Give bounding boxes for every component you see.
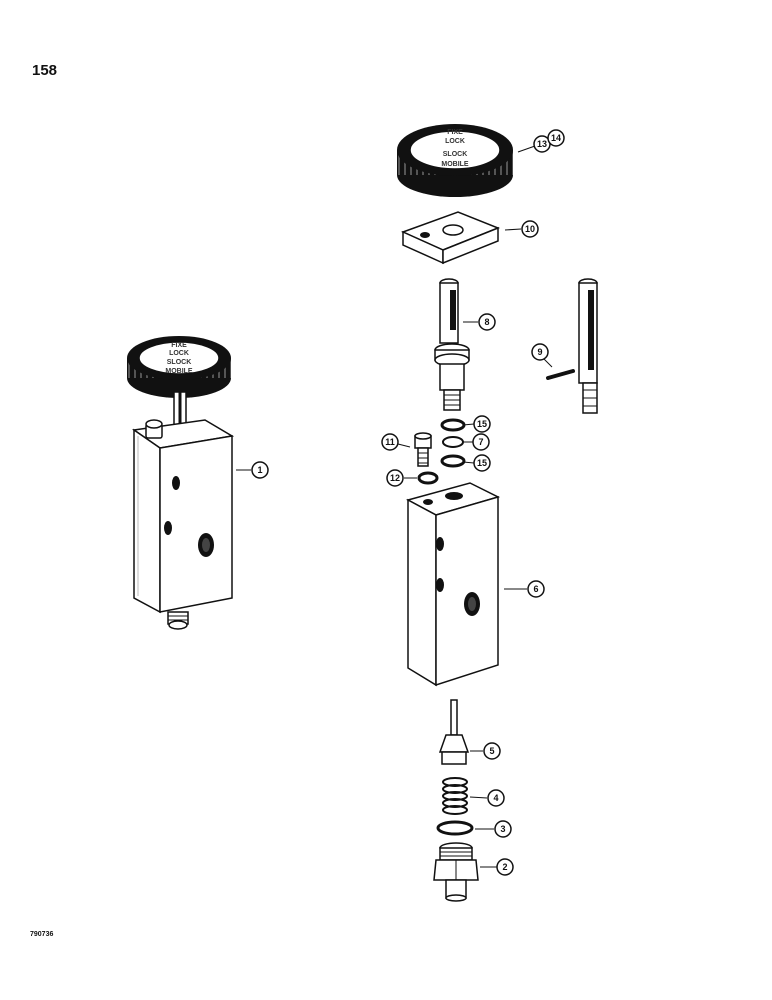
washer-12	[417, 471, 439, 485]
assembled-valve-knob: FIXE LOCK SLOCK MOBILE	[127, 336, 231, 398]
spring-4	[442, 777, 468, 815]
needle-5	[438, 699, 470, 765]
callout-6: 6	[527, 580, 545, 598]
callout-4: 4	[487, 789, 505, 807]
callout-9-label: 9	[537, 347, 542, 357]
callout-1-label: 1	[257, 465, 262, 475]
callout-12-label: 12	[390, 473, 400, 483]
callout-12: 12	[386, 469, 404, 487]
knob-text-1: FIXE	[447, 129, 463, 136]
valve-body-6	[405, 482, 501, 687]
seal-stack	[440, 418, 466, 468]
callout-7: 7	[472, 433, 490, 451]
figure-code: 790736	[30, 931, 54, 938]
callout-1: 1	[251, 461, 269, 479]
callout-11-label: 11	[385, 437, 395, 447]
callout-4-label: 4	[493, 793, 498, 803]
page-number: 158	[32, 62, 58, 79]
callout-5-label: 5	[489, 746, 494, 756]
bolt-11	[414, 432, 432, 467]
callout-7-label: 7	[478, 437, 483, 447]
callout-3-label: 3	[500, 824, 505, 834]
assembled-valve: FIXE LOCK SLOCK MOBILE	[127, 336, 235, 630]
leader-lines	[236, 145, 553, 868]
callout-8: 8	[478, 313, 496, 331]
callout-15-upper: 15	[473, 415, 491, 433]
assembled-knob-text-4: MOBILE	[165, 368, 193, 375]
callout-14-label: 14	[551, 133, 561, 143]
callout-15-upper-label: 15	[477, 419, 487, 429]
callout-8-label: 8	[484, 317, 489, 327]
knob-text-3: SLOCK	[443, 151, 468, 158]
o-ring-3	[436, 820, 474, 836]
plate-10	[401, 211, 501, 265]
callout-2: 2	[496, 858, 514, 876]
callout-3: 3	[494, 820, 512, 838]
assembled-knob-text-3: SLOCK	[167, 359, 192, 366]
callout-11: 11	[381, 433, 399, 451]
callout-9: 9	[531, 343, 549, 361]
callout-5: 5	[483, 742, 501, 760]
callout-10: 10	[521, 220, 539, 238]
knob-text-2: LOCK	[445, 138, 465, 145]
callout-13-label: 13	[537, 139, 547, 149]
callout-2-label: 2	[502, 862, 507, 872]
alternate-shaft	[546, 278, 598, 414]
callout-15-lower: 15	[473, 454, 491, 472]
callout-15-lower-label: 15	[477, 458, 487, 468]
assembled-knob-text-1: FIXE	[171, 342, 187, 349]
fitting-2	[433, 842, 479, 902]
knob-text-4: MOBILE	[441, 161, 469, 168]
knob-13-14: FIXE LOCK SLOCK MOBILE	[397, 124, 513, 197]
assembled-knob-text-2: LOCK	[169, 350, 189, 357]
callout-14: 14	[547, 129, 565, 147]
callout-10-label: 10	[525, 224, 535, 234]
shaft-8	[434, 278, 470, 411]
callout-6-label: 6	[533, 584, 538, 594]
